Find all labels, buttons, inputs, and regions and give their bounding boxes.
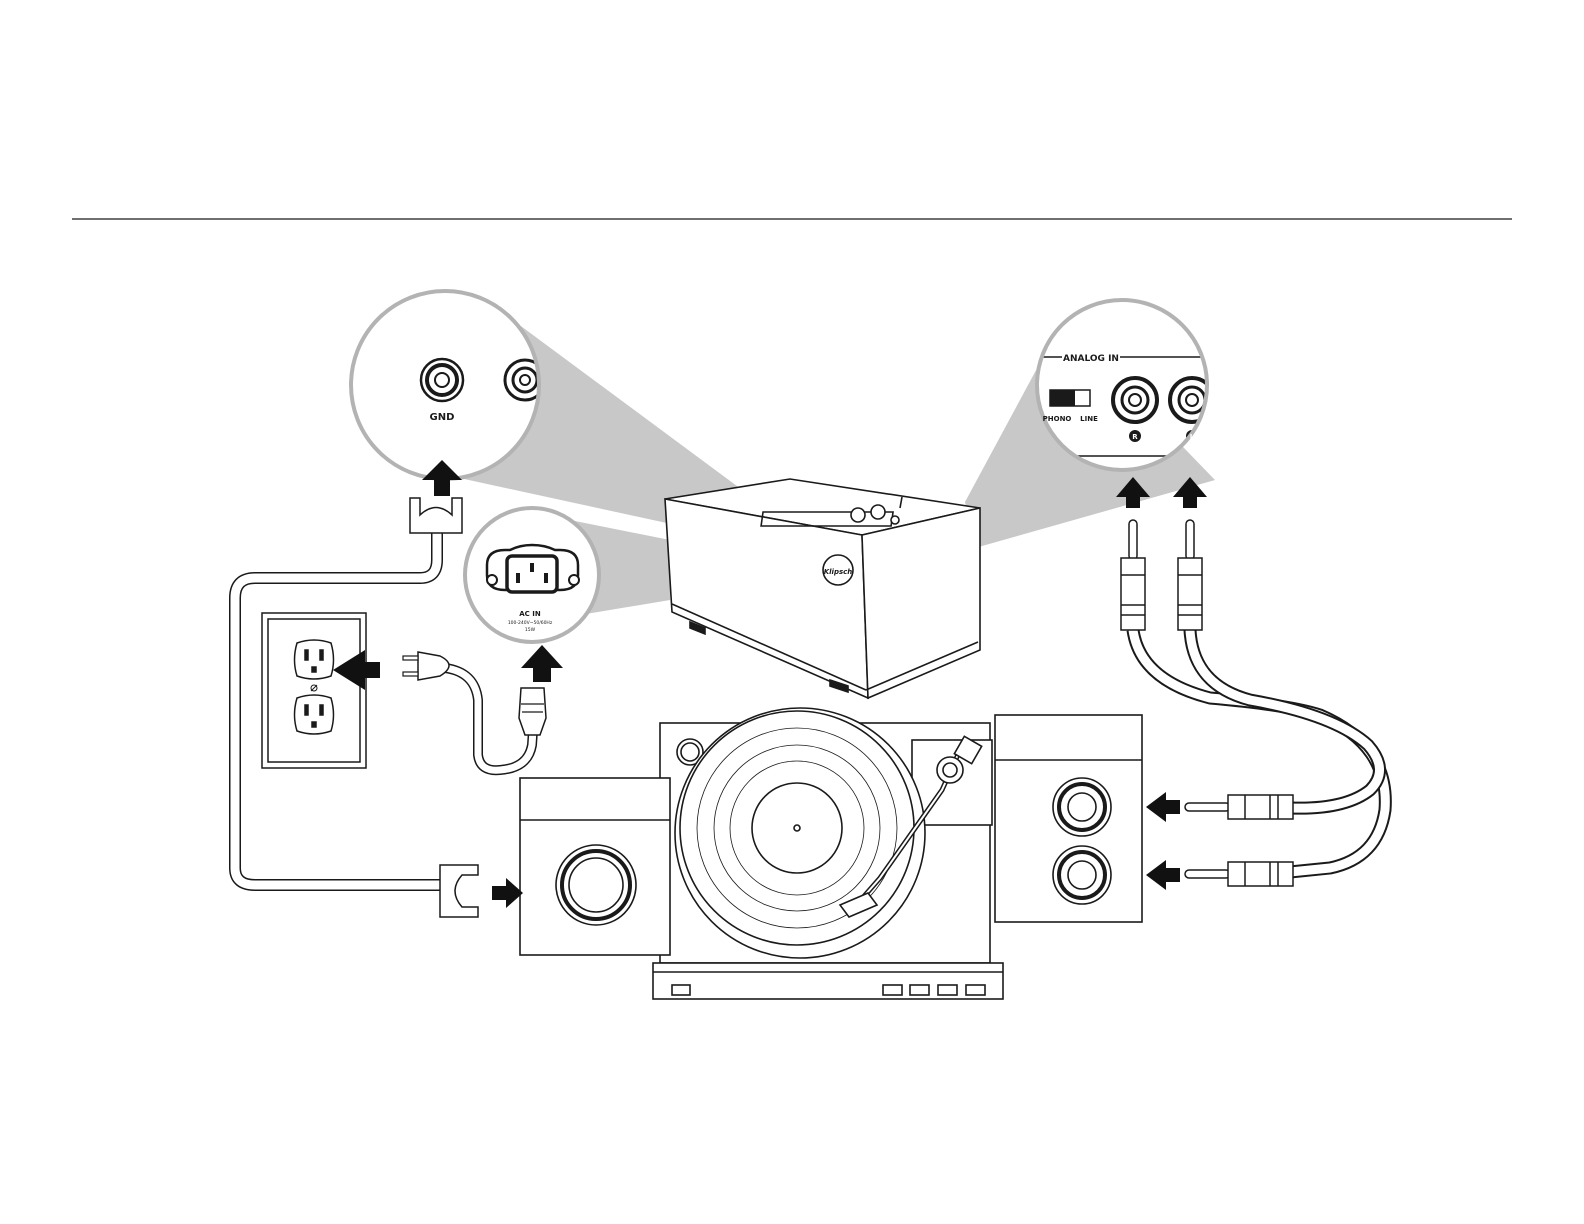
power-cord: [403, 652, 546, 770]
rca-plug-speaker-l: [1178, 520, 1202, 630]
gnd-label: GND: [430, 412, 455, 423]
analog-in-label: ANALOG IN: [1063, 354, 1119, 364]
rca-plug-turntable-top: [1185, 795, 1293, 819]
ac-rating-label: 100-240V~50/60Hz: [508, 620, 553, 626]
ac-power-label: 15W: [525, 627, 536, 633]
power-plug: [418, 652, 449, 680]
r-channel-label: R: [1132, 433, 1138, 441]
ground-spade-top: [410, 498, 462, 533]
arrow-up-icon: [521, 645, 563, 682]
turntable: [653, 708, 1003, 999]
rca-output-bottom: [1053, 846, 1111, 904]
speaker-logo: Klipsch: [824, 568, 853, 576]
rca-output-top: [1053, 778, 1111, 836]
arrow-left-icon: [1146, 860, 1180, 890]
turntable-rca-panel: [995, 715, 1142, 922]
speaker: [665, 479, 980, 698]
turntable-gnd-terminal: [556, 845, 636, 925]
ac-in-label: AC IN: [519, 610, 541, 618]
rca-plug-speaker-r: [1121, 520, 1145, 630]
turntable-gnd-panel: [520, 778, 670, 955]
rca-plug-turntable-bottom: [1185, 862, 1293, 886]
line-label: LINE: [1080, 415, 1098, 423]
rca-cable: [1133, 630, 1385, 872]
phono-label: PHONO: [1043, 415, 1072, 423]
l-channel-label: L: [1190, 433, 1195, 441]
arrow-left-icon: [1146, 792, 1180, 822]
arrow-right-icon: [492, 878, 523, 908]
ground-spade-bottom: [440, 865, 478, 917]
